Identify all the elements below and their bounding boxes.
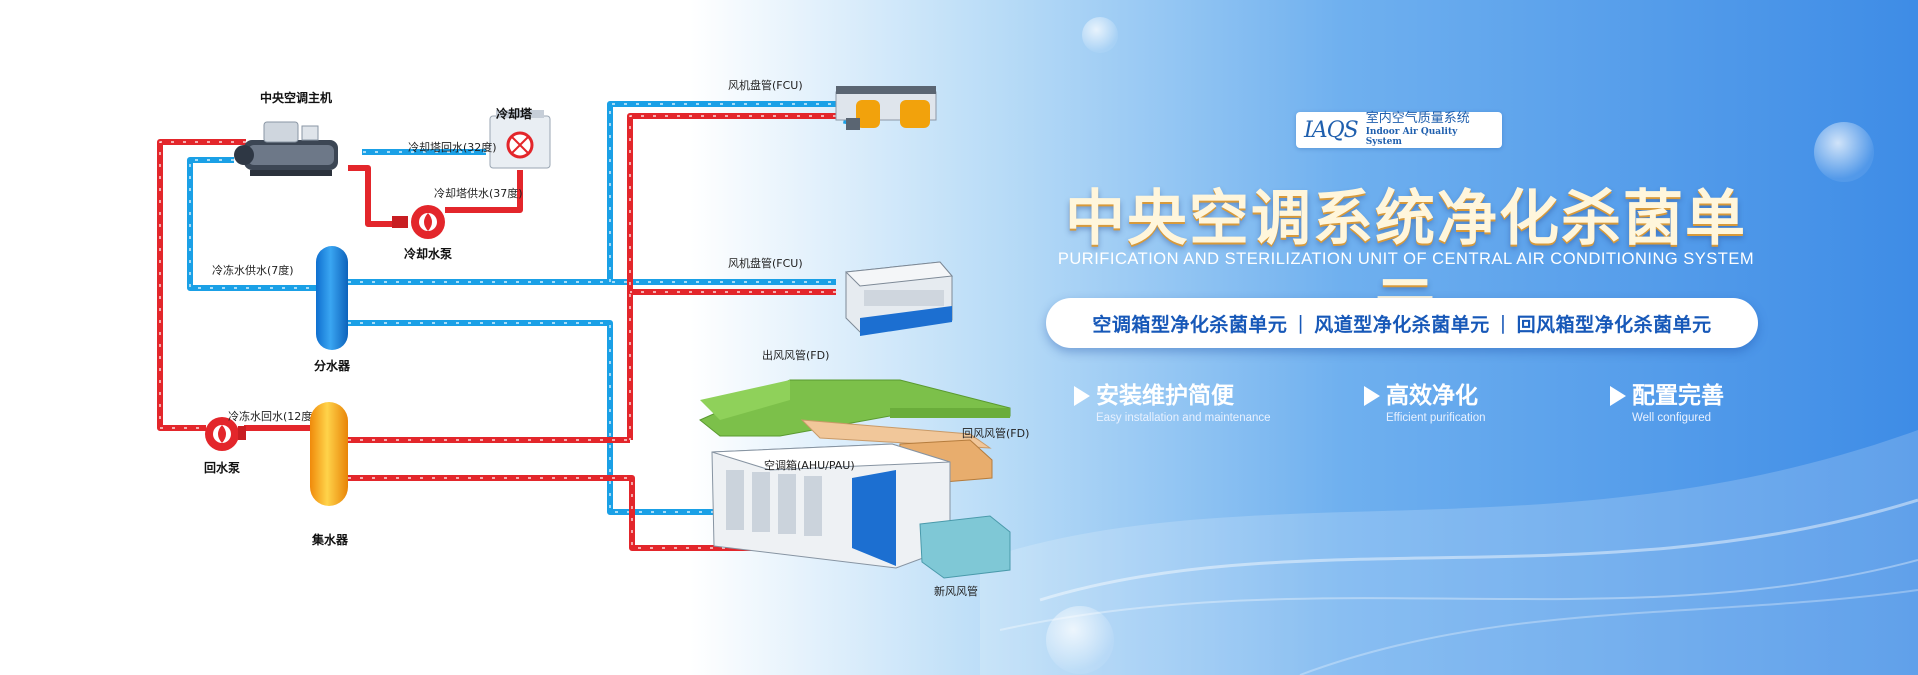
cooling-tower (489, 110, 551, 169)
feature-title: 配置完善 (1632, 383, 1724, 409)
ahu-unit (699, 379, 1011, 579)
chiller-unit (234, 121, 338, 176)
chilled-supply-label: 冷冻水供水(7度) (212, 263, 294, 277)
page-subtitle: PURIFICATION AND STERILIZATION UNIT OF C… (1057, 250, 1755, 268)
fresh-duct-label: 新风风管 (934, 584, 978, 598)
feature-title: 安装维护简便 (1096, 383, 1234, 409)
logo-mark: IAQS (1304, 117, 1359, 143)
fcu-top-label: 风机盘管(FCU) (728, 78, 803, 92)
feature-title: 高效净化 (1386, 383, 1478, 409)
collector-label: 集水器 (311, 532, 349, 547)
unit-types-banner: 空调箱型净化杀菌单元 | 风道型净化杀菌单元 | 回风箱型净化杀菌单元 (1046, 298, 1758, 348)
feature-configured: 配置完善 Well configured (1610, 382, 1724, 424)
collector-tank (310, 402, 348, 506)
feature-efficient: 高效净化 Efficient purification (1364, 382, 1486, 424)
return-pump (205, 417, 246, 451)
unit-type-3: 回风箱型净化杀菌单元 (1516, 313, 1712, 336)
supply-duct-label: 出风风管(FD) (762, 348, 829, 362)
play-arrow-icon (1074, 386, 1090, 406)
chiller-label: 中央空调主机 (260, 90, 332, 105)
cooling-tower-label: 冷却塔 (496, 106, 533, 121)
play-arrow-icon (1364, 386, 1380, 406)
fcu-top-unit (835, 86, 937, 130)
unit-type-1: 空调箱型净化杀菌单元 (1092, 313, 1288, 336)
distributor-label: 分水器 (314, 358, 351, 373)
chilled-return-label: 冷冻水回水(12度) (228, 409, 317, 423)
distributor-tank (316, 246, 348, 350)
logo-name-en: Indoor Air Quality System (1365, 127, 1458, 148)
return-duct-label: 回风风管(FD) (962, 426, 1029, 440)
fcu-mid-label: 风机盘管(FCU) (728, 256, 803, 270)
tower-return-label: 冷却塔回水(32度) (408, 140, 497, 154)
feature-subtitle: Easy installation and maintenance (1096, 412, 1271, 424)
feature-subtitle: Well configured (1632, 412, 1712, 424)
unit-type-2: 风道型净化杀菌单元 (1314, 313, 1490, 336)
play-arrow-icon (1610, 386, 1626, 406)
cooling-pump (392, 205, 445, 239)
iaqs-logo: IAQS 室内空气质量系统 Indoor Air Quality System (1296, 111, 1502, 148)
return-pump-label: 回水泵 (204, 460, 240, 475)
separator: | (1297, 312, 1305, 334)
cooling-pump-label: 冷却水泵 (404, 246, 452, 261)
feature-subtitle: Efficient purification (1386, 412, 1486, 424)
ahu-label: 空调箱(AHU/PAU) (764, 458, 855, 472)
fcu-mid-unit (844, 261, 953, 336)
separator: | (1499, 312, 1507, 334)
tower-supply-label: 冷却塔供水(37度) (434, 186, 523, 200)
feature-easy-install: 安装维护简便 Easy installation and maintenance (1074, 382, 1271, 424)
logo-name-cn: 室内空气质量系统 (1365, 111, 1470, 127)
